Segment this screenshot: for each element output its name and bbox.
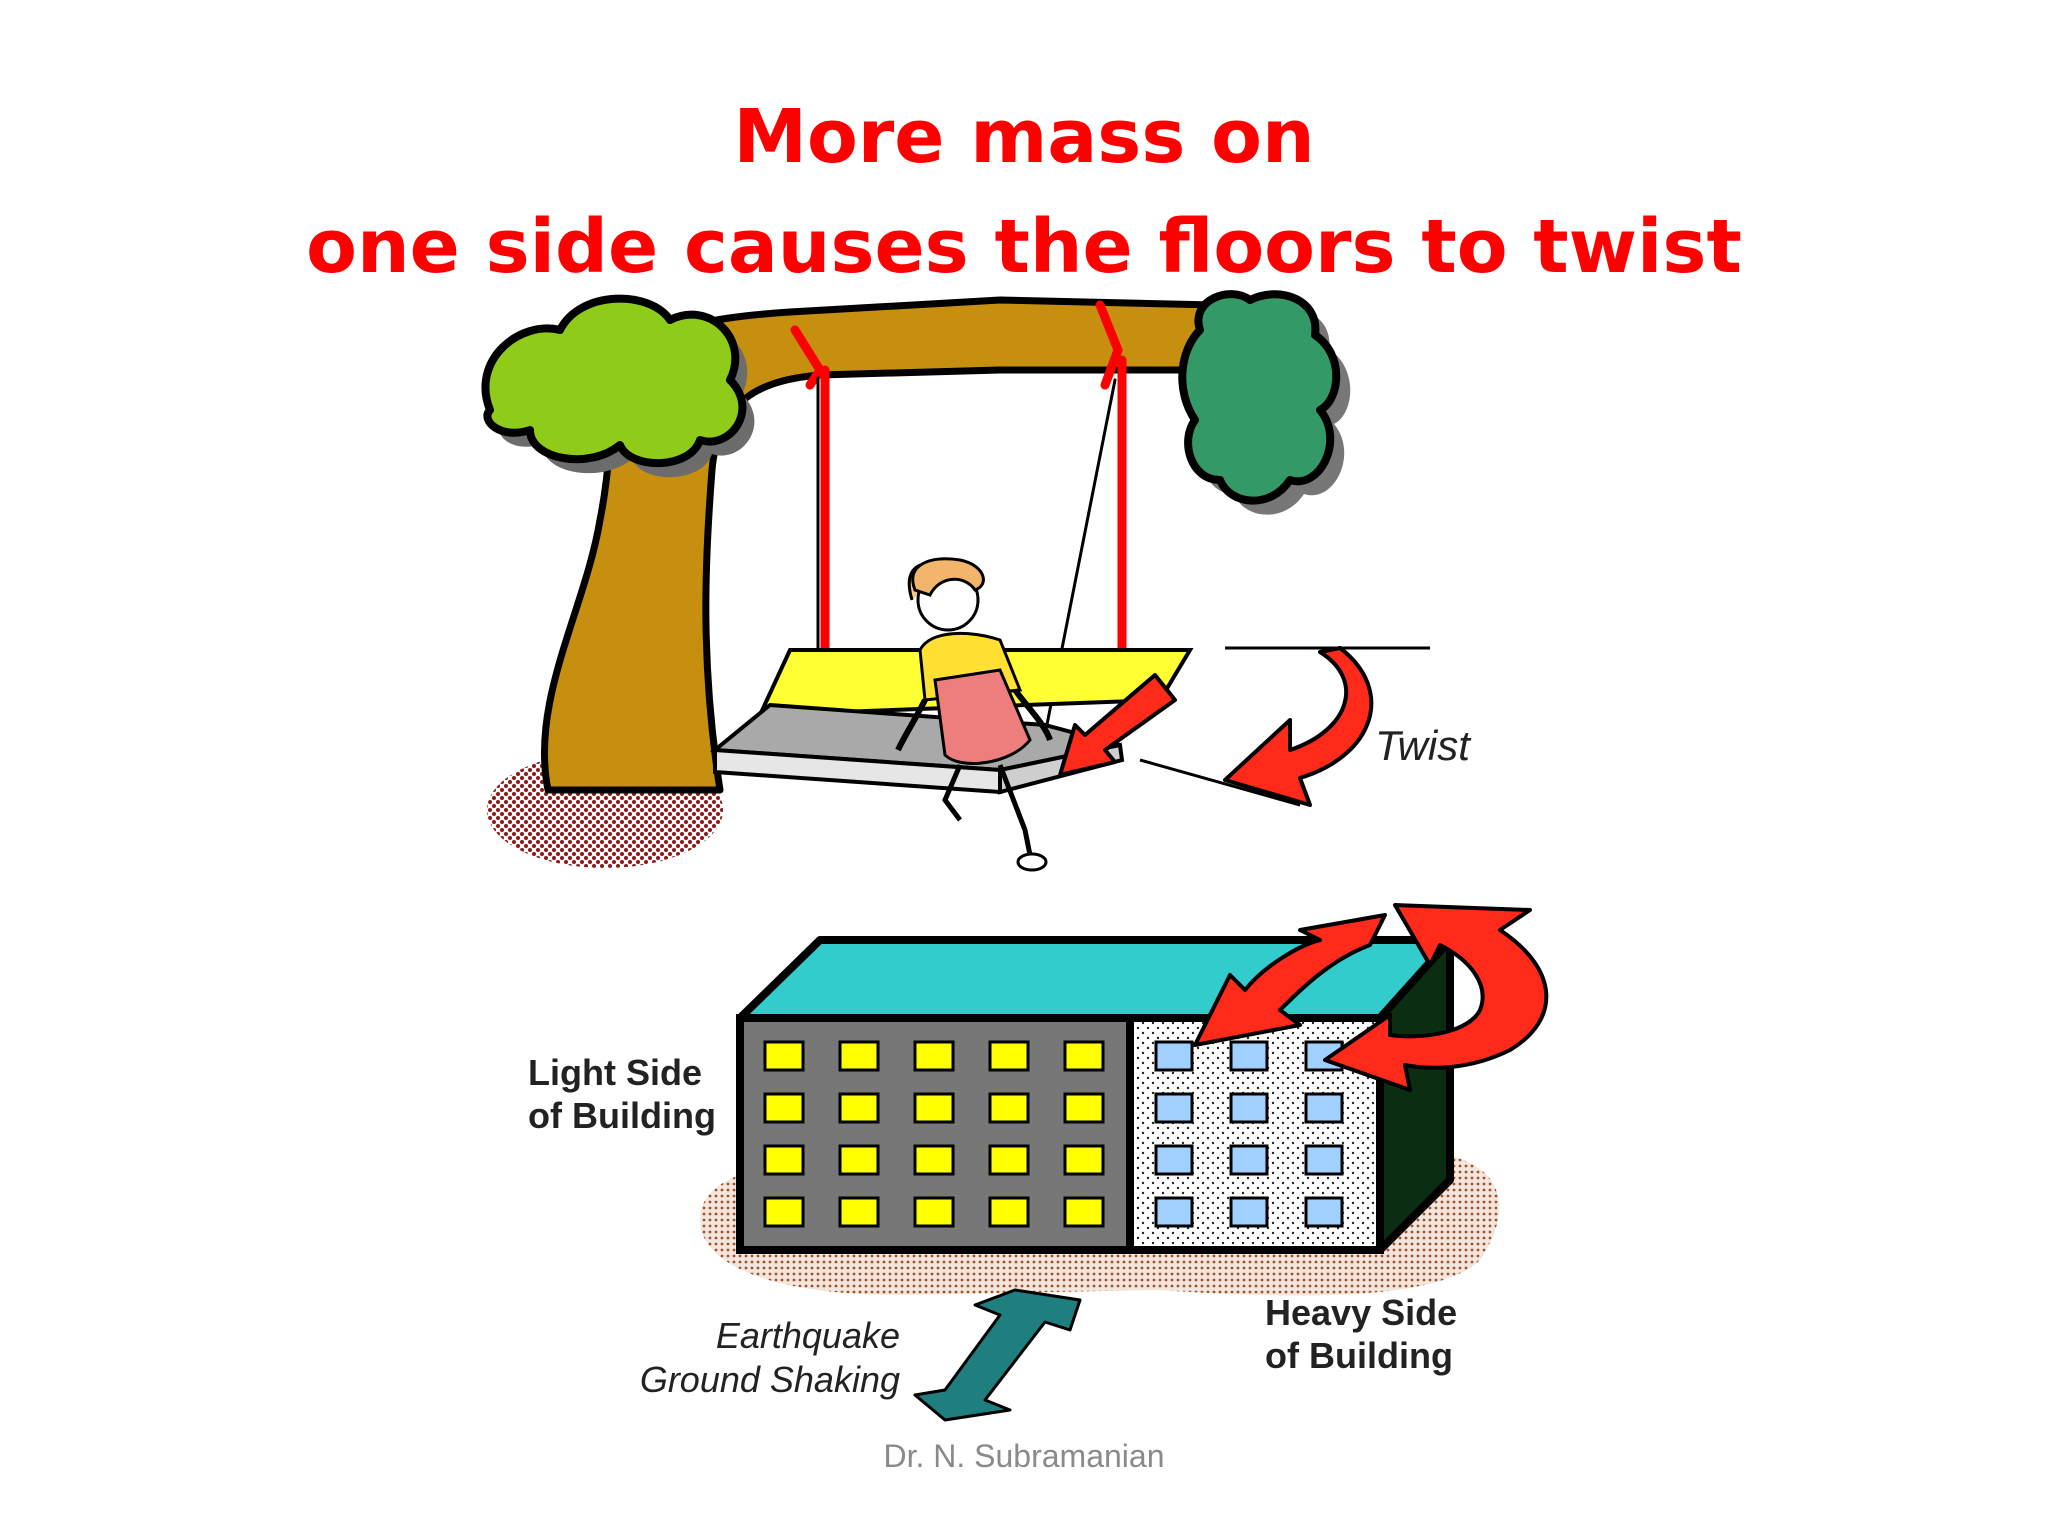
heavy-window: [1154, 1040, 1194, 1072]
footer-author: Dr. N. Subramanian: [883, 1438, 1165, 1474]
title-line-2: one side causes the floors to twist: [306, 204, 1742, 290]
swing-down-arrow-icon: [1058, 673, 1177, 777]
light-window: [988, 1196, 1030, 1228]
leaves-right-icon: [1178, 290, 1351, 515]
svg-text:Ground Shaking: Ground Shaking: [640, 1359, 900, 1400]
heavy-window: [1154, 1196, 1194, 1228]
light-window: [838, 1144, 880, 1176]
heavy-window: [1304, 1144, 1344, 1176]
svg-text:Light Side: Light Side: [528, 1052, 702, 1093]
light-window: [763, 1092, 805, 1124]
heavy-window: [1154, 1144, 1194, 1176]
light-window: [988, 1040, 1030, 1072]
heavy-side-label: Heavy Side of Building: [1265, 1292, 1457, 1376]
ground-shaking-arrow-icon: [913, 1288, 1082, 1422]
heavy-window: [1229, 1040, 1269, 1072]
earthquake-label: Earthquake Ground Shaking: [640, 1315, 900, 1400]
svg-text:Earthquake: Earthquake: [716, 1315, 900, 1356]
building-twist-arrows-icon: [1193, 903, 1549, 1092]
svg-text:of Building: of Building: [528, 1095, 716, 1136]
heavy-window: [1229, 1196, 1269, 1228]
light-window: [763, 1040, 805, 1072]
light-window: [988, 1092, 1030, 1124]
svg-text:of Building: of Building: [1265, 1335, 1453, 1376]
heavy-window: [1229, 1144, 1269, 1176]
light-side-label: Light Side of Building: [528, 1052, 716, 1136]
light-window: [1063, 1040, 1105, 1072]
heavy-window: [1304, 1196, 1344, 1228]
light-window: [838, 1196, 880, 1228]
light-window: [913, 1196, 955, 1228]
heavy-side-windows: [1154, 1040, 1344, 1228]
heavy-window: [1154, 1092, 1194, 1124]
light-window: [1063, 1092, 1105, 1124]
leaves-left-icon: [481, 294, 755, 478]
heavy-window: [1304, 1092, 1344, 1124]
light-window: [763, 1144, 805, 1176]
heavy-window: [1229, 1092, 1269, 1124]
light-window: [763, 1196, 805, 1228]
light-window: [1063, 1144, 1105, 1176]
light-window: [913, 1092, 955, 1124]
light-window: [988, 1144, 1030, 1176]
swing-seat-tilted: [709, 702, 1125, 795]
light-window: [913, 1040, 955, 1072]
building-light-side: [736, 1014, 1134, 1254]
title-line-1: More mass on: [733, 94, 1315, 180]
svg-text:Heavy Side: Heavy Side: [1265, 1292, 1457, 1333]
child-figure: [895, 557, 1053, 872]
twist-indicator: Twist: [1139, 646, 1472, 807]
light-window: [838, 1040, 880, 1072]
light-window: [913, 1144, 955, 1176]
twist-label: Twist: [1375, 722, 1472, 769]
light-side-windows: [763, 1040, 1105, 1228]
light-window: [838, 1092, 880, 1124]
building-heavy-side: [1126, 1014, 1384, 1254]
light-window: [1063, 1196, 1105, 1228]
